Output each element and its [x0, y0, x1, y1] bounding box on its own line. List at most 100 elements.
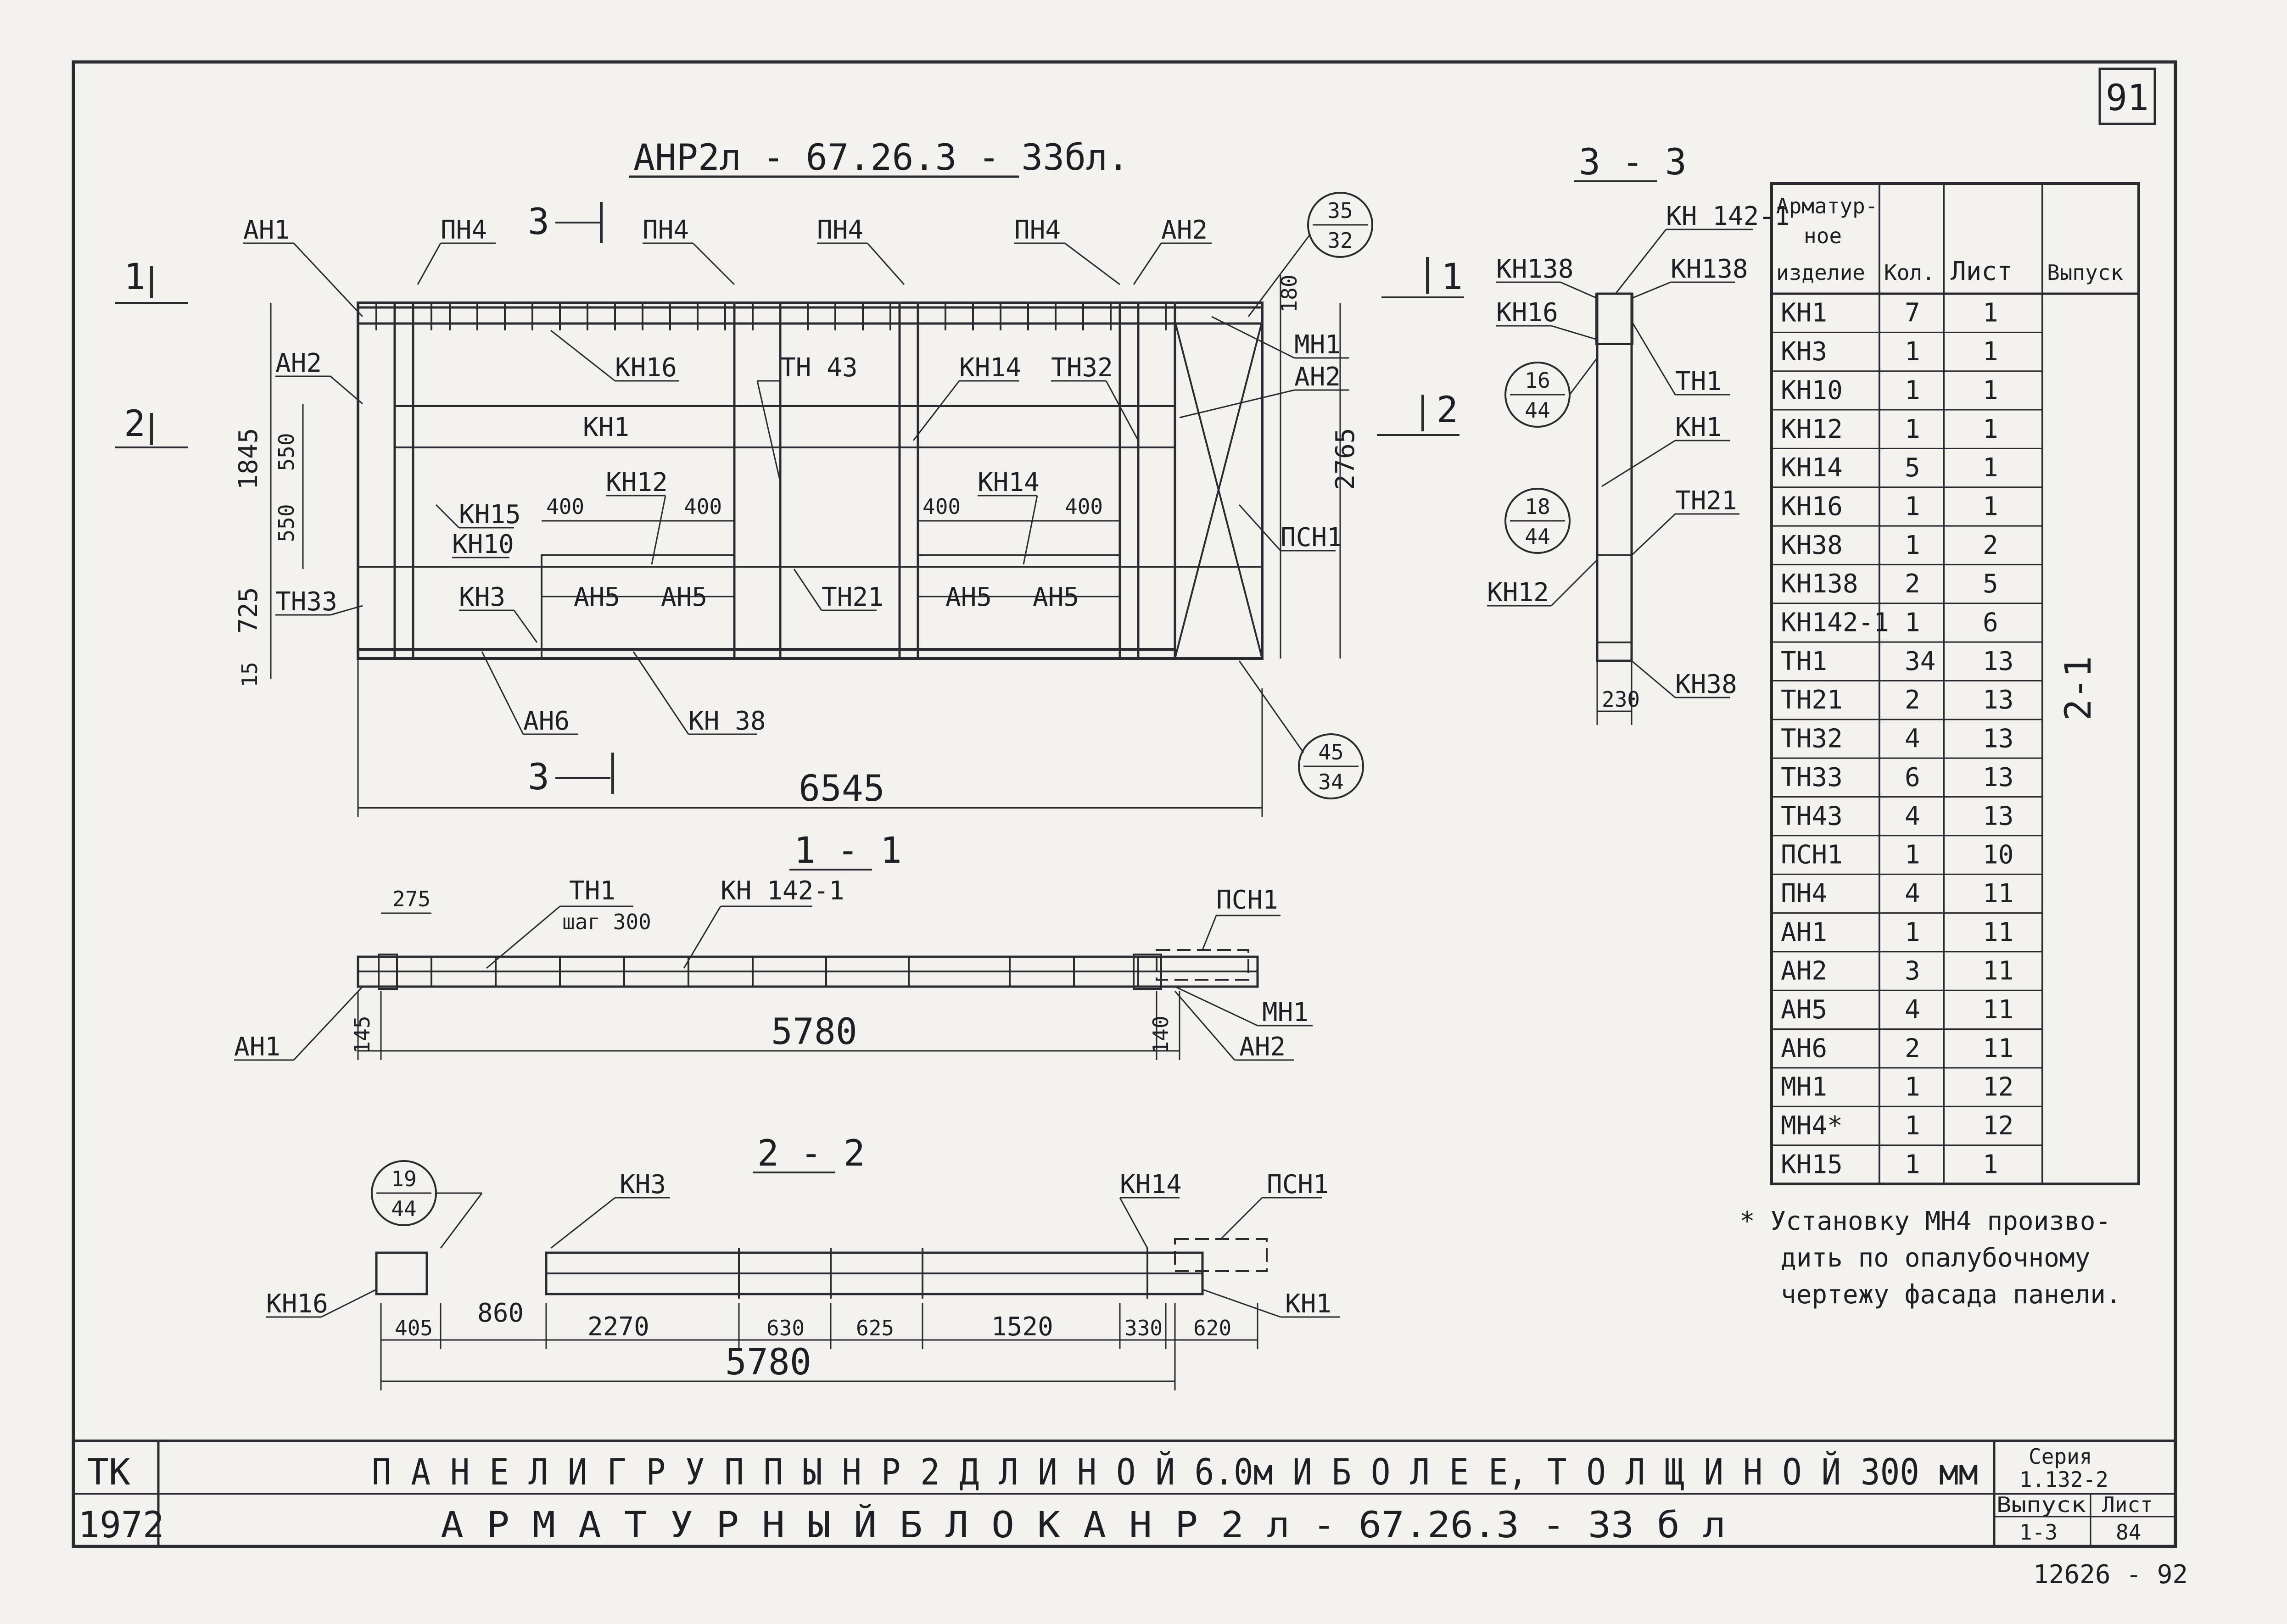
spec-cell: 5 — [1905, 453, 1920, 483]
dim-620: 620 — [1193, 1316, 1231, 1340]
spec-cell: 1 — [1905, 530, 1920, 560]
spec-cell: 1 — [1905, 1072, 1920, 1102]
label-ah1: АН1 — [243, 215, 290, 245]
spec-cell: 11 — [1983, 956, 2013, 986]
label-kn38: КН 38 — [688, 706, 766, 736]
svg-text:1: 1 — [1441, 257, 1463, 298]
spec-cell: 11 — [1983, 995, 2013, 1025]
dim-405: 405 — [395, 1316, 433, 1340]
header-issue: Выпуск — [2047, 260, 2123, 285]
sheet-value: 84 — [2116, 1520, 2141, 1545]
svg-text:3: 3 — [528, 757, 549, 798]
label-tn21: ТН21 — [822, 582, 883, 612]
label-kn138-a: КН138 — [1496, 254, 1574, 284]
panel-outline — [357, 301, 1264, 660]
label-ah5-2: АН5 — [661, 582, 707, 612]
label-ah5-3: АН5 — [945, 582, 992, 612]
svg-text:18: 18 — [1525, 494, 1550, 519]
label-step: шаг 300 — [562, 910, 651, 934]
svg-text:44: 44 — [1525, 524, 1550, 549]
sheet-title: П А Н Е Л И Г Р У П П Ы Н Р 2 Д Л И Н О … — [372, 1451, 1978, 1493]
spec-cell: КН12 — [1781, 414, 1843, 444]
section-mark-1-right: 1 — [1381, 257, 1464, 298]
label-kn1-3-3: КН1 — [1675, 413, 1722, 442]
svg-text:2: 2 — [1437, 390, 1458, 431]
dim-400-b: 400 — [684, 494, 722, 519]
header-qty: Кол. — [1884, 260, 1935, 285]
dim-180: 180 — [1277, 274, 1302, 313]
label-mn1-1-1: МН1 — [1262, 998, 1308, 1027]
spec-cell: 4 — [1905, 724, 1920, 754]
dim-230: 230 — [1602, 687, 1640, 712]
spec-cell: 1 — [1905, 414, 1920, 444]
label-kn12-3-3: КН12 — [1487, 578, 1549, 608]
spec-cell: ТН33 — [1781, 763, 1843, 792]
spec-cell: 13 — [1983, 685, 2013, 715]
label-tn43: ТН 43 — [780, 353, 858, 383]
svg-text:32: 32 — [1327, 228, 1353, 253]
org-code: ТК — [87, 1452, 130, 1493]
label-kn1: КН1 — [583, 413, 629, 442]
label-ah2-top: АН2 — [1161, 215, 1208, 245]
callout-16-44: 16 44 — [1504, 357, 1598, 428]
svg-text:44: 44 — [1525, 398, 1550, 423]
dim-2270: 2270 — [587, 1312, 649, 1342]
label-ah1-1-1: АН1 — [234, 1032, 280, 1062]
label-pn4-1: ПН4 — [441, 215, 487, 245]
header-sheet: Лист — [1951, 257, 2013, 286]
section-mark-3-bottom: 3 — [528, 753, 614, 798]
label-kn142-3-3: КН 142-1 — [1666, 201, 1790, 231]
label-tn1: ТН1 — [569, 876, 615, 906]
dim-15: 15 — [237, 662, 262, 687]
issue-label: Выпуск — [1996, 1492, 2086, 1517]
spec-cell: КН10 — [1781, 375, 1843, 405]
sheet-label: Лист — [2102, 1492, 2153, 1517]
spec-cell: 6 — [1983, 608, 1998, 638]
spec-cell: КН14 — [1781, 453, 1843, 483]
spec-cell: 4 — [1905, 801, 1920, 831]
spec-cell: МН1 — [1781, 1072, 1827, 1102]
elevation-view: 1 2 3 3 1 2 АН1 — [115, 192, 1464, 817]
label-ah2-right: АН2 — [1294, 362, 1341, 392]
spec-cell: 34 — [1905, 647, 1935, 676]
spec-cell: ТН1 — [1781, 647, 1827, 676]
note-line-2: дить по опалубочному — [1781, 1243, 2090, 1273]
label-kn142: КН 142-1 — [721, 876, 844, 906]
dim-625: 625 — [856, 1316, 894, 1340]
section-1-1: 1 - 1 275 ТН1 шаг 300 КН 142-1 ПСН1 МН1 … — [234, 830, 1313, 1062]
spec-cell: КН142-1 — [1781, 608, 1889, 638]
section-1-1-title: 1 - 1 — [794, 830, 902, 871]
spec-cell: 1 — [1983, 298, 1998, 328]
label-kn10: КН10 — [452, 530, 514, 559]
dim-400-c: 400 — [923, 494, 961, 519]
dim-145: 145 — [350, 1016, 375, 1054]
dim-5780-1-1: 5780 — [771, 1011, 857, 1053]
section-3-3-title: 3 - 3 — [1579, 142, 1687, 183]
dim-725: 725 — [234, 587, 263, 633]
spec-cell: 2 — [1905, 1033, 1920, 1063]
dim-400-d: 400 — [1065, 494, 1103, 519]
label-psn1: ПСН1 — [1280, 523, 1342, 552]
svg-text:44: 44 — [391, 1196, 416, 1221]
spec-cell: 4 — [1905, 995, 1920, 1025]
label-kn3-2-2: КН3 — [620, 1170, 666, 1200]
spec-cell: 1 — [1983, 1150, 1998, 1179]
label-kn16: КН16 — [615, 353, 677, 383]
spec-cell: 6 — [1905, 763, 1920, 792]
dim-140: 140 — [1148, 1016, 1173, 1054]
label-kn38-3-3: КН38 — [1675, 670, 1737, 699]
spec-cell: 7 — [1905, 298, 1920, 328]
spec-cell: АН6 — [1781, 1033, 1827, 1063]
spec-cell: МН4* — [1781, 1111, 1843, 1141]
label-tn32: ТН32 — [1051, 353, 1113, 383]
callout-18-44: 18 44 — [1504, 488, 1571, 554]
label-kn1-2-2: КН1 — [1285, 1289, 1331, 1319]
org-year: 1972 — [78, 1505, 164, 1546]
spec-cell: 1 — [1905, 491, 1920, 521]
spec-cell: 5 — [1983, 569, 1998, 599]
label-kn12: КН12 — [606, 468, 668, 497]
section-mark-1-left: 1 — [115, 257, 188, 304]
dim-860: 860 — [477, 1298, 524, 1328]
